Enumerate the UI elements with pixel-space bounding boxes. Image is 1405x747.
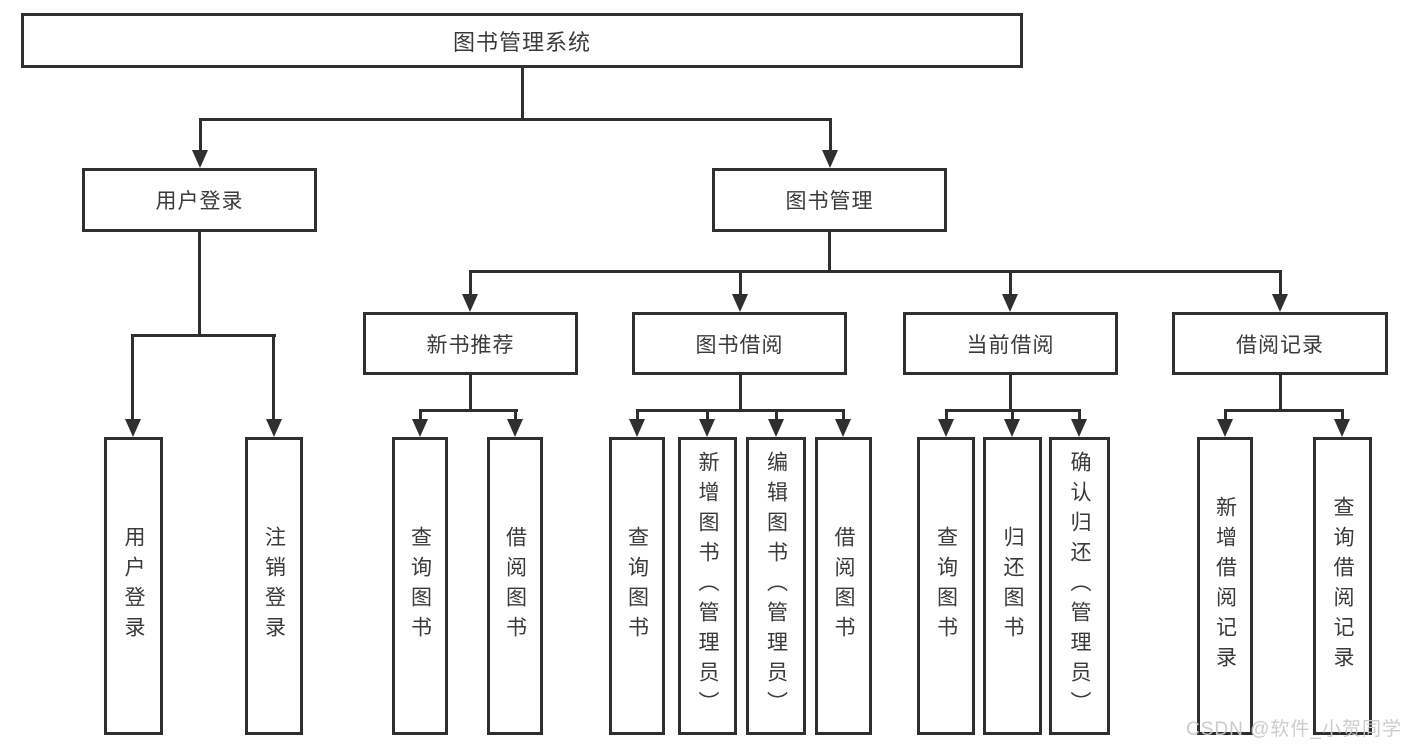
node-label: 查询图书 xyxy=(934,526,958,646)
node-current-borrow: 当前借阅 xyxy=(903,312,1118,375)
connector-drop-bb-edit xyxy=(775,411,778,421)
connector-drop-user-login xyxy=(199,120,202,152)
connector-user-login-stem xyxy=(198,230,201,336)
leaf-bb-add-book: 新增图书（管理员） xyxy=(678,437,737,735)
node-label: 图书借阅 xyxy=(695,333,784,357)
arrowhead-borrow-records xyxy=(1272,294,1288,312)
node-borrow-records: 借阅记录 xyxy=(1172,312,1388,375)
connector-drop-nb-query xyxy=(419,411,422,421)
leaf-cb-return-book: 归还图书 xyxy=(983,437,1042,735)
connector-drop-new-book-rec xyxy=(469,272,472,296)
node-label: 借阅图书 xyxy=(503,526,527,646)
leaf-cb-query-book: 查询图书 xyxy=(917,437,975,735)
connector-book-borrow-stem xyxy=(739,373,742,412)
connector-drop-br-add xyxy=(1224,411,1227,421)
node-label: 用户登录 xyxy=(122,526,145,646)
leaf-cb-confirm-return: 确认归还（管理员） xyxy=(1049,437,1110,735)
node-label: 借阅图书 xyxy=(832,526,855,646)
leaf-nb-query-book: 查询图书 xyxy=(392,437,448,735)
connector-drop-leaf-logout xyxy=(272,336,275,421)
connector-drop-bb-add xyxy=(706,411,709,421)
arrowhead-nb-borrow xyxy=(507,419,523,437)
arrowhead-bb-add xyxy=(699,419,715,437)
connector-borrow-records-stem xyxy=(1279,373,1282,412)
leaf-bb-borrow-book: 借阅图书 xyxy=(815,437,872,735)
node-label: 归还图书 xyxy=(1001,526,1024,646)
arrowhead-user-login xyxy=(192,150,208,168)
node-user-login: 用户登录 xyxy=(82,168,317,232)
connector-root-bar xyxy=(199,118,832,121)
arrowhead-bb-edit xyxy=(768,419,784,437)
arrowhead-br-query xyxy=(1334,419,1350,437)
node-label: 图书管理系统 xyxy=(452,29,591,55)
node-label: 查询图书 xyxy=(408,526,432,646)
arrowhead-bb-query xyxy=(629,419,645,437)
node-new-book-rec: 新书推荐 xyxy=(363,312,578,375)
arrowhead-book-mgmt xyxy=(822,150,838,168)
leaf-nb-borrow-book: 借阅图书 xyxy=(487,437,543,735)
node-label: 新增借阅记录 xyxy=(1213,496,1237,676)
watermark: CSDN @软件_小贺同学 xyxy=(1186,719,1402,740)
leaf-br-query-record: 查询借阅记录 xyxy=(1313,437,1372,735)
connector-drop-book-borrow xyxy=(739,272,742,296)
node-label: 当前借阅 xyxy=(966,333,1055,357)
leaf-logout: 注销登录 xyxy=(245,437,303,735)
node-label: 确认归还（管理员） xyxy=(1068,451,1091,721)
connector-drop-current-borrow xyxy=(1009,272,1012,296)
connector-drop-br-query xyxy=(1341,411,1344,421)
connector-drop-cb-return xyxy=(1011,411,1014,421)
node-root: 图书管理系统 xyxy=(21,13,1023,68)
connector-book-mgmt-stem xyxy=(828,230,831,272)
node-book-mgmt: 图书管理 xyxy=(712,168,947,232)
connector-root-stem xyxy=(521,66,524,120)
arrowhead-cb-return xyxy=(1004,419,1020,437)
connector-drop-cb-confirm xyxy=(1078,411,1081,421)
node-label: 借阅记录 xyxy=(1236,333,1324,357)
connector-drop-bb-query xyxy=(636,411,639,421)
node-label: 新书推荐 xyxy=(426,333,515,357)
connector-user-login-bar xyxy=(131,334,276,337)
connector-borrow-records-bar xyxy=(1224,409,1344,412)
connector-drop-borrow-records xyxy=(1279,272,1282,296)
arrowhead-br-add xyxy=(1217,419,1233,437)
connector-current-borrow-bar xyxy=(945,409,1081,412)
connector-drop-cb-query xyxy=(945,411,948,421)
connector-drop-nb-borrow xyxy=(514,411,517,421)
leaf-bb-edit-book: 编辑图书（管理员） xyxy=(746,437,806,735)
connector-book-mgmt-bar xyxy=(469,270,1282,273)
arrowhead-current-borrow xyxy=(1002,294,1018,312)
node-label: 注销登录 xyxy=(262,526,286,646)
connector-new-book-rec-bar xyxy=(419,409,518,412)
arrowhead-cb-confirm xyxy=(1071,419,1087,437)
node-label: 用户登录 xyxy=(155,190,244,213)
arrowhead-new-book-rec xyxy=(462,294,478,312)
arrowhead-leaf-user-login xyxy=(125,419,141,437)
node-book-borrow: 图书借阅 xyxy=(632,312,847,375)
connector-book-borrow-bar xyxy=(636,409,845,412)
node-label: 新增图书（管理员） xyxy=(696,451,719,721)
connector-drop-leaf-user-login xyxy=(131,336,134,421)
arrowhead-book-borrow xyxy=(732,294,748,312)
arrowhead-nb-query xyxy=(412,419,428,437)
leaf-user-login: 用户登录 xyxy=(104,437,163,735)
connector-drop-book-mgmt xyxy=(829,120,832,152)
connector-current-borrow-stem xyxy=(1009,373,1012,412)
leaf-bb-query-book: 查询图书 xyxy=(609,437,665,735)
arrowhead-leaf-logout xyxy=(266,419,282,437)
node-label: 编辑图书（管理员） xyxy=(764,451,788,721)
arrowhead-cb-query xyxy=(938,419,954,437)
node-label: 查询借阅记录 xyxy=(1331,496,1354,676)
node-label: 查询图书 xyxy=(625,526,649,646)
connector-new-book-rec-stem xyxy=(469,373,472,412)
arrowhead-bb-borrow xyxy=(835,419,851,437)
connector-drop-bb-borrow xyxy=(842,411,845,421)
leaf-br-add-record: 新增借阅记录 xyxy=(1197,437,1253,735)
node-label: 图书管理 xyxy=(785,190,874,213)
